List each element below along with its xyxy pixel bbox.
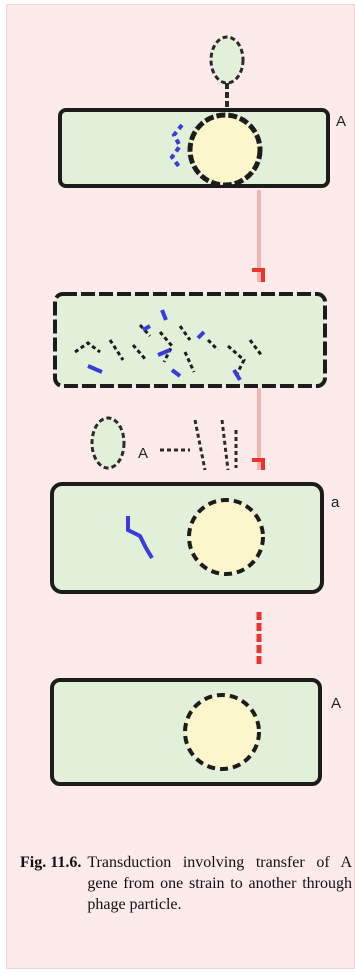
transduced-nucleoid: [185, 695, 259, 769]
recipient-cell: [52, 484, 322, 592]
recipient-nucleoid: [189, 500, 263, 574]
figure-caption: Fig. 11.6. Transduction involving transf…: [20, 852, 352, 915]
figure-number: Fig. 11.6.: [20, 852, 81, 915]
transduced-cell-stage: A: [52, 680, 341, 784]
arrow-1: [252, 190, 263, 282]
phage-gene-label: A: [138, 445, 148, 462]
arrow-2: [252, 388, 263, 470]
donor-nucleoid: [190, 115, 260, 185]
recipient-gene-label: a: [331, 494, 340, 511]
lysing-cell-stage: [55, 294, 325, 386]
released-phage: A: [92, 418, 236, 470]
recipient-cell-stage: a: [52, 484, 340, 592]
donor-gene-label: A: [336, 113, 346, 130]
donor-cell-stage: A: [60, 37, 346, 186]
released-phage-head: [92, 418, 124, 468]
released-phage-tail: [160, 420, 236, 470]
transduced-gene-label: A: [331, 695, 341, 712]
caption-text: Transduction involving transfer of A gen…: [87, 852, 352, 915]
phage-head: [211, 37, 243, 83]
